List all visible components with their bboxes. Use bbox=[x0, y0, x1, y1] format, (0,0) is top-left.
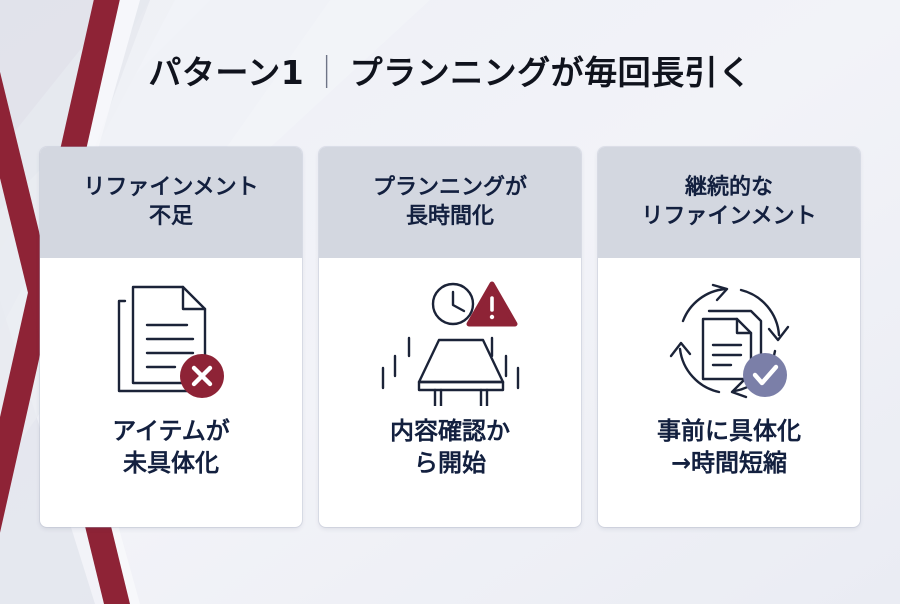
card-header-label: 継続的な リファインメント bbox=[641, 175, 817, 229]
card-body: 事前に具体化 →時間短縮 bbox=[598, 258, 860, 527]
title-sub: プランニングが毎回長引く bbox=[349, 53, 752, 92]
card-header-label: リファインメント 不足 bbox=[83, 175, 259, 229]
card-caption: 事前に具体化 →時間短縮 bbox=[657, 417, 801, 477]
card-header-label: プランニングが 長時間化 bbox=[372, 175, 527, 229]
x-badge-icon bbox=[180, 354, 224, 398]
clock-icon bbox=[431, 282, 475, 326]
card-caption: アイテムが 未具体化 bbox=[112, 417, 230, 477]
card-body: アイテムが 未具体化 bbox=[40, 258, 302, 527]
card-caption: 内容確認か ら開始 bbox=[390, 417, 510, 477]
page-title: パターン1｜プランニングが毎回長引く bbox=[148, 46, 751, 94]
card-body: 内容確認か ら開始 bbox=[319, 258, 581, 527]
refresh-arc-top bbox=[681, 287, 727, 323]
refresh-arc-right bbox=[739, 288, 781, 337]
card-header: プランニングが 長時間化 bbox=[319, 147, 581, 258]
title-separator: ｜ bbox=[310, 53, 344, 92]
warning-triangle-icon bbox=[466, 281, 518, 327]
check-badge-icon bbox=[743, 353, 787, 397]
refresh-documents-check-icon bbox=[598, 272, 860, 412]
clock-warning-meeting-table-icon bbox=[319, 272, 581, 412]
slide-title: パターン1｜プランニングが毎回長引く bbox=[0, 46, 900, 94]
card-row: リファインメント 不足 bbox=[40, 147, 860, 527]
card-planning-long: プランニングが 長時間化 bbox=[319, 147, 581, 527]
card-header: 継続的な リファインメント bbox=[598, 147, 860, 258]
card-header: リファインメント 不足 bbox=[40, 147, 302, 258]
refresh-arc-left bbox=[678, 347, 721, 394]
documents-with-x-icon bbox=[40, 272, 302, 412]
card-refinement-shortage: リファインメント 不足 bbox=[40, 147, 302, 527]
title-main: パターン1 bbox=[148, 53, 305, 92]
card-continuous-refinement: 継続的な リファインメント bbox=[598, 147, 860, 527]
